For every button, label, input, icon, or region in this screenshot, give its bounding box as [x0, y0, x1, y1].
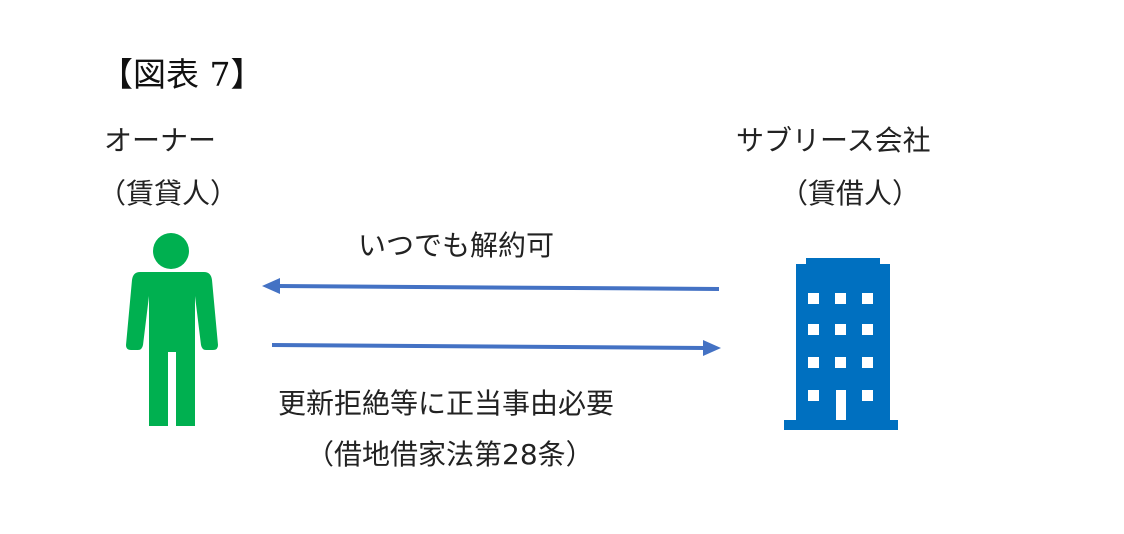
just-cause-label: 更新拒絶等に正当事由必要 [278, 387, 615, 420]
owner-name-label: オーナー [104, 124, 217, 157]
law-reference-label: （借地借家法第28条） [306, 438, 594, 471]
arrow-owner-to-company [271, 340, 721, 356]
cancel-anytime-label: いつでも解約可 [358, 229, 555, 262]
arrow-company-to-owner [262, 278, 720, 294]
owner-role-label: （賃貸人） [98, 177, 239, 210]
company-role-label: （賃借人） [780, 177, 921, 210]
figure-label: 【図表 7】 [100, 55, 264, 94]
company-name-label: サブリース会社 [736, 124, 931, 157]
